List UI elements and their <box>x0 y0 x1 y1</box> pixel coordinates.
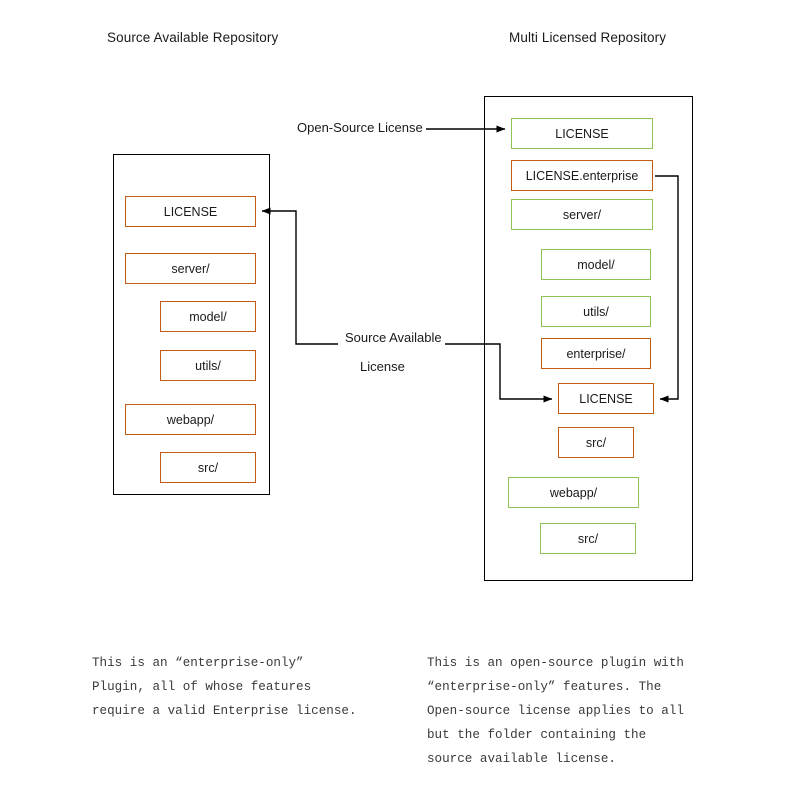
right-repo-frame <box>484 96 693 581</box>
right-repo-node-enterprise: enterprise/ <box>541 338 651 369</box>
open-source-license-label: Open-Source License <box>294 120 426 135</box>
right-repo-node-utils: utils/ <box>541 296 651 327</box>
left-repo-node-server: server/ <box>125 253 256 284</box>
left-repo-caption: This is an “enterprise-only” Plugin, all… <box>92 656 357 718</box>
right-repo-node-src: src/ <box>558 427 634 458</box>
left-repo-frame <box>113 154 270 495</box>
source-available-to-right-arrow <box>440 343 553 403</box>
left-repo-node-license: LICENSE <box>125 196 256 227</box>
right-repo-node-server: server/ <box>511 199 653 230</box>
left-repo-node-model: model/ <box>160 301 256 332</box>
source-available-to-left-arrow <box>261 207 338 345</box>
right-repo-node-webapp: webapp/ <box>508 477 639 508</box>
source-available-license-label-line2: License <box>357 359 408 374</box>
left-repo-node-webapp: webapp/ <box>125 404 256 435</box>
right-repo-title: Multi Licensed Repository <box>509 30 667 45</box>
right-repo-node-license: LICENSE <box>511 118 653 149</box>
source-available-license-label-line1: Source Available <box>342 330 445 345</box>
left-repo-node-src: src/ <box>160 452 256 483</box>
right-repo-node-model: model/ <box>541 249 651 280</box>
left-repo-title: Source Available Repository <box>107 30 279 45</box>
right-repo-node-license: LICENSE <box>558 383 654 414</box>
license-enterprise-arrow <box>655 175 679 403</box>
right-repo-caption: This is an open-source plugin with “ente… <box>427 656 684 766</box>
right-repo-node-src: src/ <box>540 523 636 554</box>
left-repo-node-utils: utils/ <box>160 350 256 381</box>
right-repo-node-license-enterprise: LICENSE.enterprise <box>511 160 653 191</box>
